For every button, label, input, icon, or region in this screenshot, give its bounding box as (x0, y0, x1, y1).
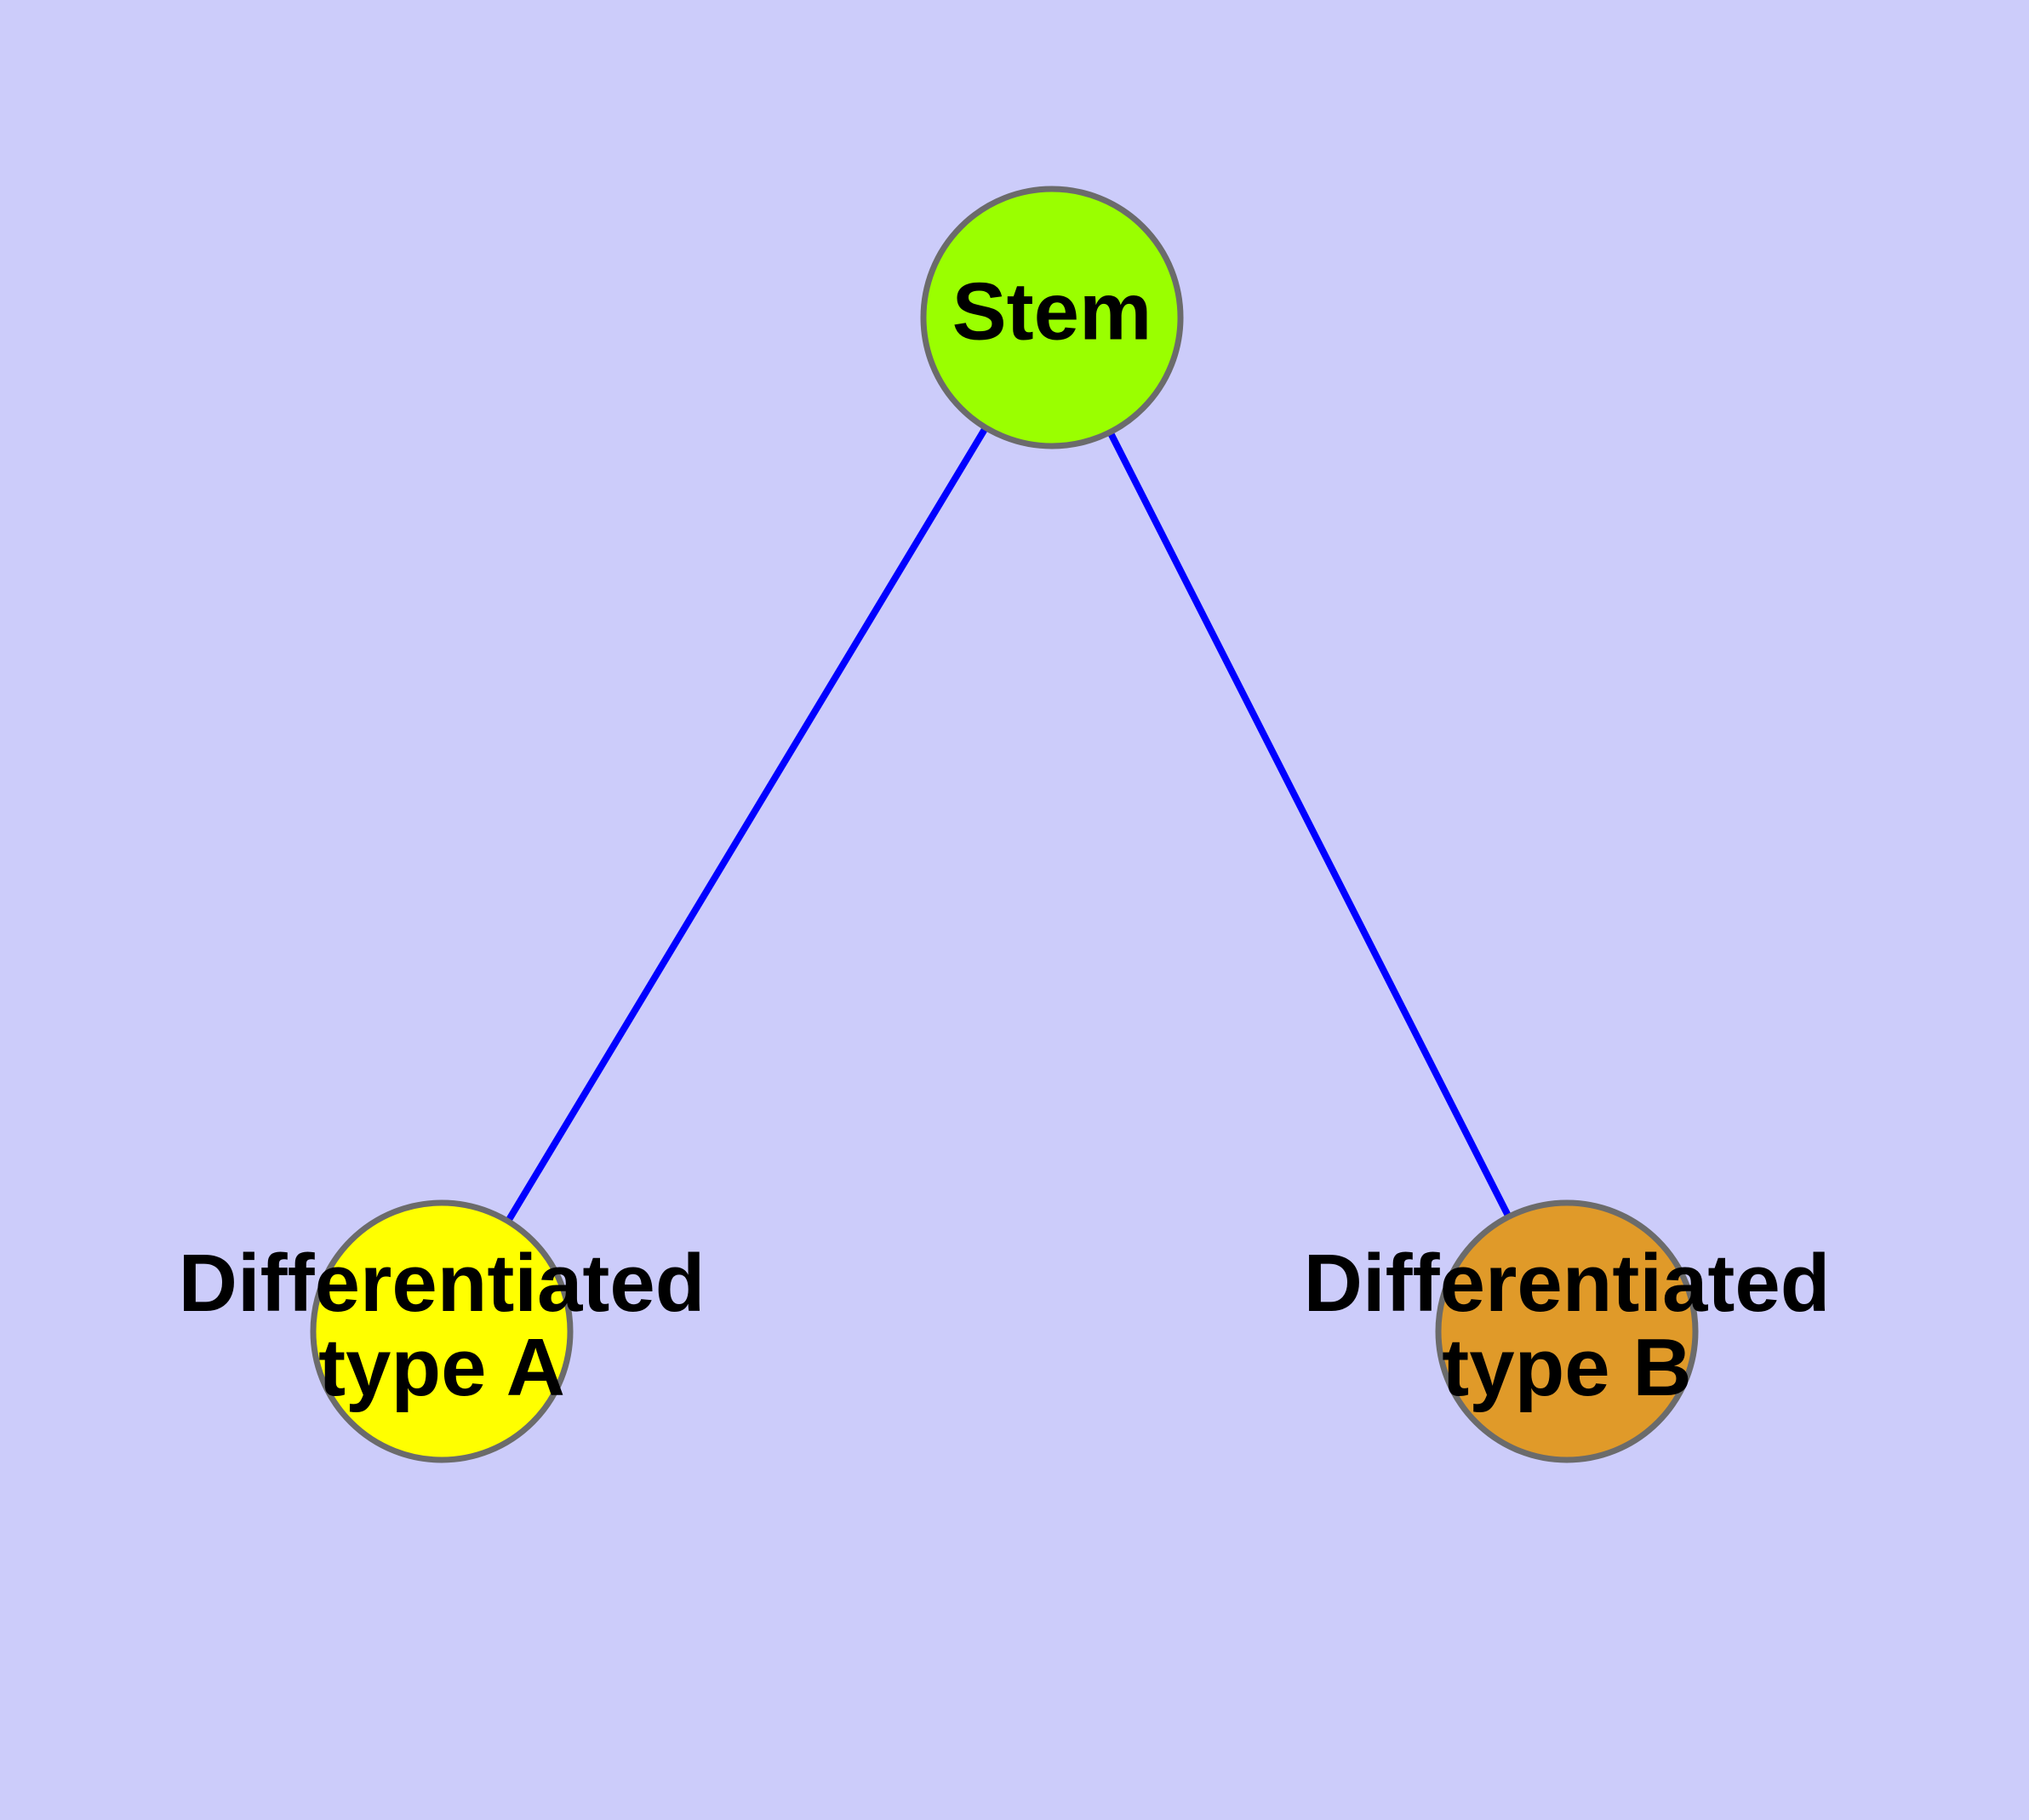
edge-stem-to-differentiated-type-a[interactable] (505, 426, 989, 1223)
node-layer (310, 186, 1699, 1463)
node-stem[interactable] (920, 186, 1184, 449)
node-label-differentiated-type-b-line1: Differentiated (1304, 1238, 1831, 1329)
edge-stem-to-differentiated-type-b[interactable] (1106, 430, 1512, 1219)
node-circle-stem[interactable] (920, 186, 1184, 449)
node-circle-differentiated-type-b[interactable] (1435, 1199, 1699, 1463)
node-differentiated-type-b[interactable] (1435, 1199, 1699, 1463)
label-layer: Stem Differentiated type A Differentiate… (179, 266, 1831, 1413)
node-label-stem: Stem (952, 266, 1152, 357)
node-circle-differentiated-type-a[interactable] (310, 1199, 574, 1463)
node-label-differentiated-type-a-line2: type A (318, 1322, 565, 1413)
node-label-differentiated-type-a-line1: Differentiated (179, 1238, 706, 1329)
node-label-differentiated-type-b-line2: type B (1442, 1322, 1691, 1413)
node-differentiated-type-a[interactable] (310, 1199, 574, 1463)
edge-layer (505, 426, 1512, 1223)
